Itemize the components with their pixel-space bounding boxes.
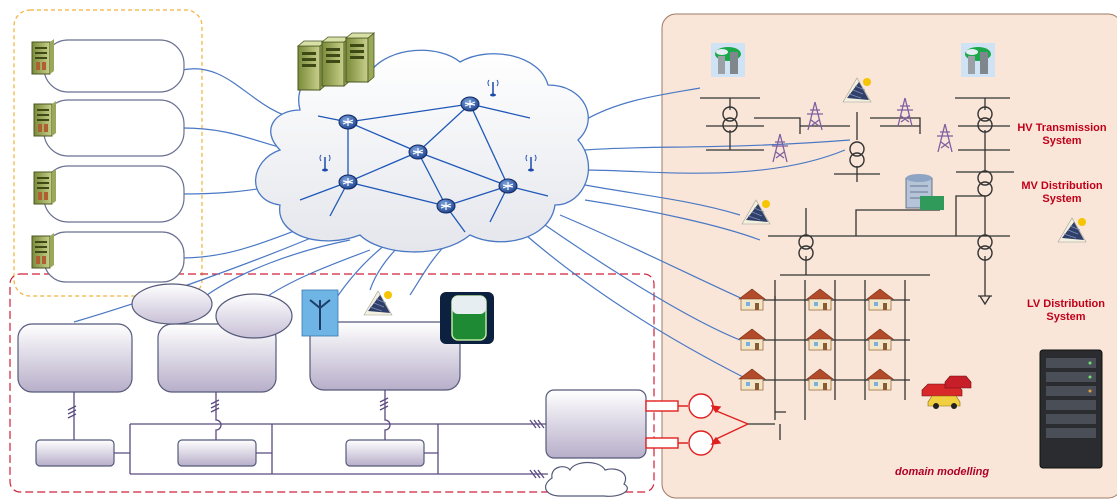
battery-icon [440, 292, 494, 344]
mv-distribution-label: MV Distribution System [1021, 180, 1103, 205]
server-icon [31, 232, 55, 269]
server-icon [297, 32, 375, 91]
server-rack-icon [1039, 349, 1103, 469]
substation-group-border [9, 273, 655, 493]
server-icon [33, 100, 57, 137]
solar-panel-icon [363, 290, 393, 316]
building-icon [905, 174, 944, 210]
router-icon [408, 144, 428, 160]
wind-turbine-icon [301, 289, 339, 337]
server-icon [31, 38, 55, 75]
control-wiring [67, 390, 548, 479]
applications-group-border [13, 9, 203, 297]
substation-link [645, 393, 749, 456]
router-icon [436, 198, 456, 214]
network-mesh [299, 103, 549, 233]
cloud-icon [544, 461, 628, 497]
server-icon [33, 168, 57, 205]
control-boxes [17, 283, 647, 467]
domain-modelling-label: domain modelling [895, 466, 990, 478]
router-icon [338, 174, 358, 190]
router-icon [498, 178, 518, 194]
electric-car-icon [921, 375, 972, 409]
power-plant-icon [961, 43, 995, 77]
router-icon [460, 96, 480, 112]
power-grid-panel [661, 13, 1117, 499]
hv-network [700, 97, 1014, 440]
application-boxes [43, 39, 185, 283]
hv-transmission-label: HV Transmission System [1017, 122, 1107, 147]
power-plant-icon [711, 43, 745, 77]
router-icon [338, 114, 358, 130]
lv-distribution-label: LV Distribution System [1026, 298, 1105, 323]
